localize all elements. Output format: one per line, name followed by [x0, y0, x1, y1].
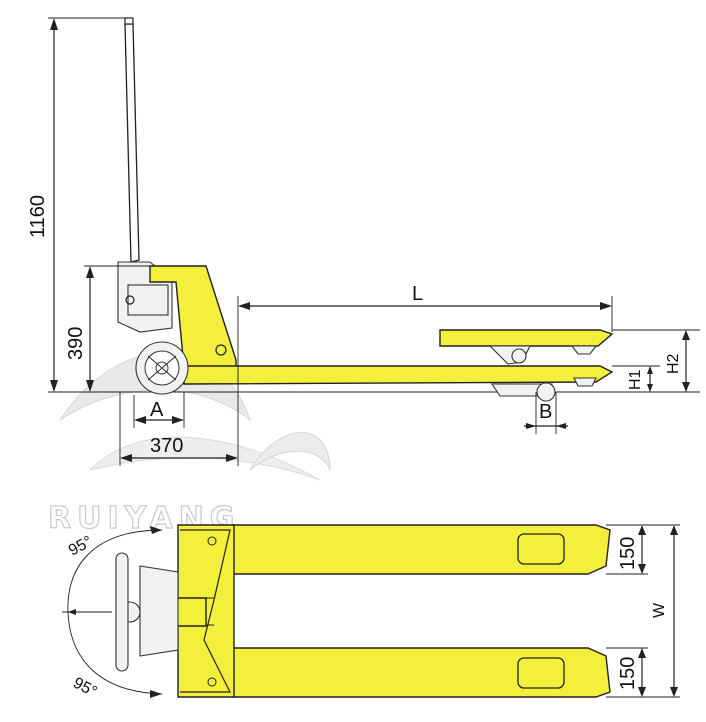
- pump-bracket-top: [139, 565, 179, 657]
- dim-1160: 1160: [27, 17, 128, 392]
- top-view: 95° 95° 150 150 W: [62, 524, 680, 701]
- dim-150-top-label: 150: [617, 537, 639, 570]
- steer-wheel-spokes: [147, 355, 177, 381]
- lowered-roller: [536, 382, 556, 402]
- lowered-roller-bracket: [573, 377, 597, 387]
- chassis-top-inner: [180, 529, 231, 693]
- dim-a-label: A: [150, 399, 164, 421]
- raised-roller-bracket: [570, 345, 598, 355]
- dim-h1: H1: [612, 365, 660, 392]
- angle-arc-bottom: [67, 611, 163, 695]
- chassis-bolt-bottom: [207, 677, 217, 687]
- dim-h1-label: H1: [627, 369, 644, 390]
- dim-150-top: 150: [606, 524, 680, 575]
- angle-bottom-label: 95°: [70, 675, 99, 701]
- dim-h2: H2: [612, 329, 700, 392]
- dim-l-label: L: [412, 283, 423, 305]
- chassis-bolt: [215, 344, 227, 356]
- dim-l: L: [238, 283, 613, 332]
- handle-bar: [124, 23, 140, 263]
- dim-a: A: [133, 392, 185, 428]
- side-view: 1160 390 A 370: [27, 17, 700, 466]
- fork-lowered: [183, 365, 614, 385]
- raised-roller: [511, 348, 527, 364]
- angle-top-label: 95°: [66, 533, 95, 559]
- handle-grip-top: [115, 552, 129, 672]
- dim-370: 370: [119, 296, 239, 466]
- dim-1160-label: 1160: [27, 195, 49, 238]
- handle-grip: [124, 17, 134, 25]
- dim-150-bottom-label: 150: [617, 657, 639, 690]
- chassis-bolt-top: [207, 536, 217, 546]
- dim-h2-label: H2: [665, 353, 682, 374]
- dim-370-label: 370: [150, 435, 183, 457]
- watermark-brand-text: RUIYANG: [48, 501, 240, 536]
- dim-w-label: W: [651, 602, 668, 618]
- dim-w: W: [651, 525, 678, 697]
- dim-b: B: [524, 392, 568, 434]
- pump-pin: [125, 295, 135, 305]
- angle-arc-top: [67, 529, 163, 613]
- fork-bottom-slot: [517, 657, 565, 689]
- fork-raised: [439, 329, 614, 347]
- pump-cylinder: [127, 284, 169, 316]
- dim-390-label: 390: [65, 327, 87, 360]
- dim-150-bottom: 150: [606, 647, 680, 698]
- fork-top-slot: [517, 533, 565, 565]
- dim-b-label: B: [539, 401, 552, 423]
- dim-390: 390: [65, 265, 150, 392]
